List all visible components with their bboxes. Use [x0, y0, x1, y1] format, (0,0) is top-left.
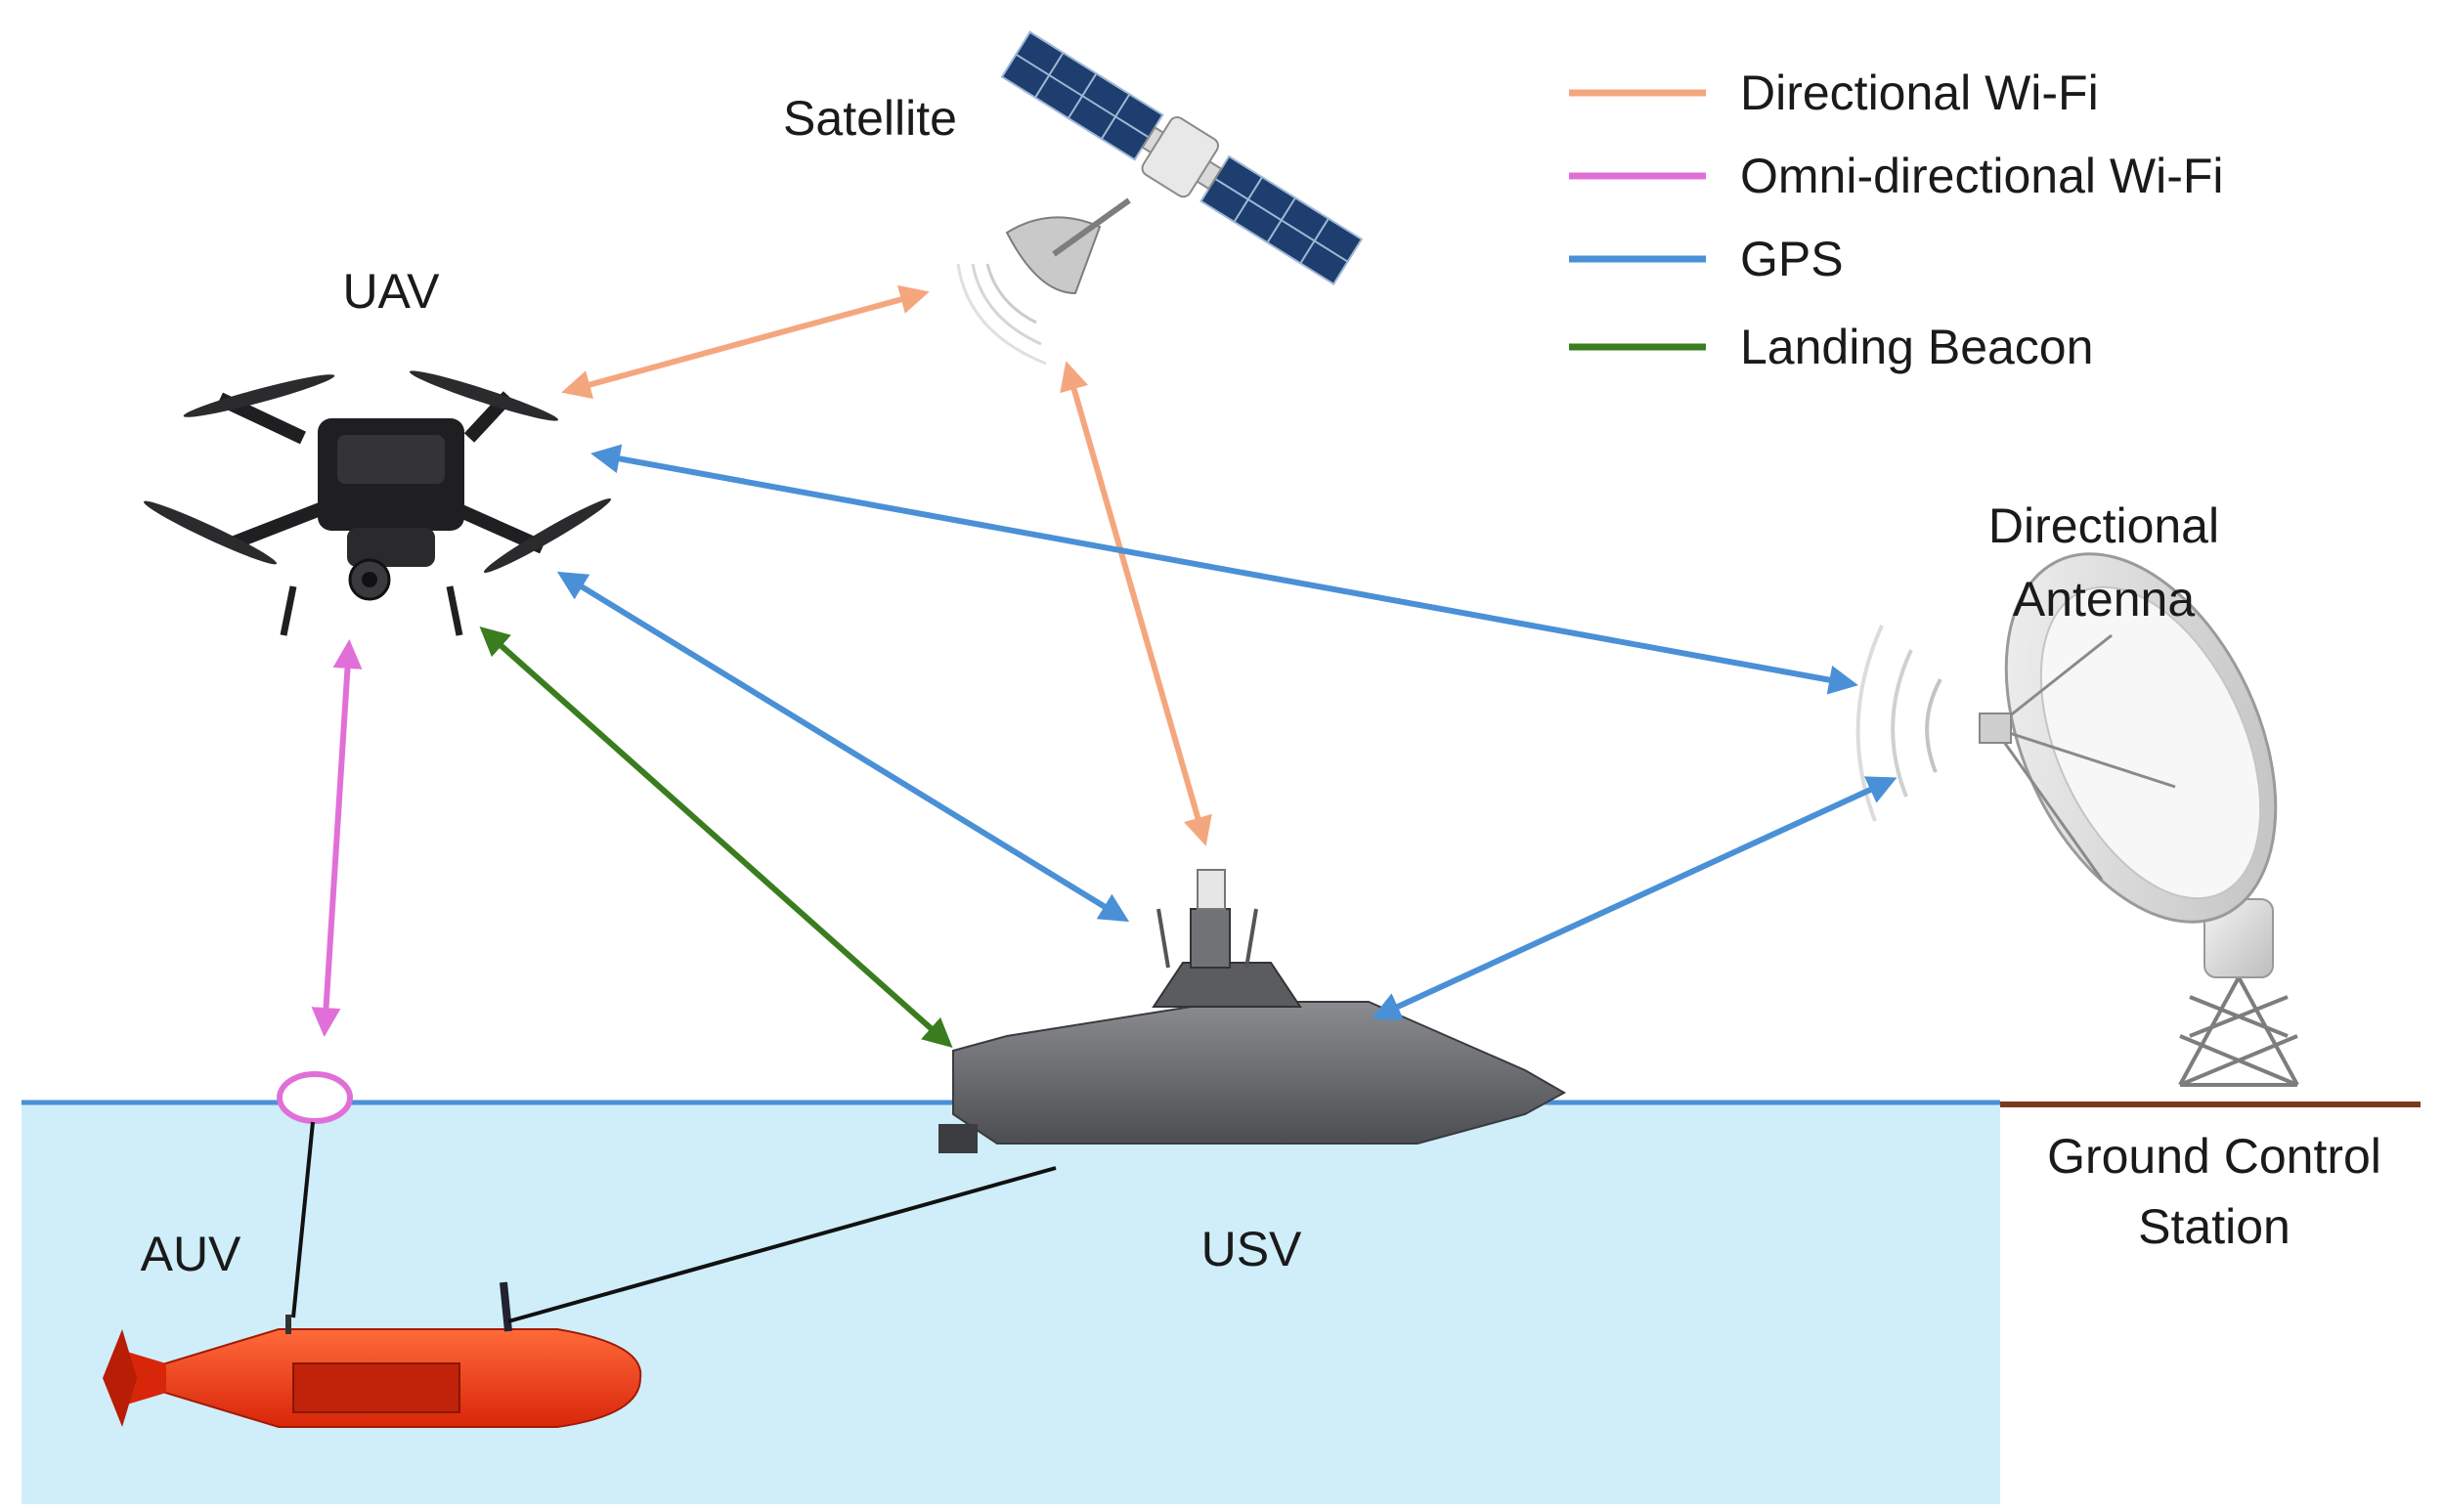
legend-label: Omni-directional Wi-Fi	[1740, 149, 2224, 203]
legend-label: GPS	[1740, 232, 1844, 286]
gcs-label-line2: Station	[2138, 1199, 2290, 1254]
link-usv-antenna	[1371, 776, 1898, 1020]
gcs-label-line1: Ground Control	[2047, 1129, 2381, 1184]
antenna-label-line2: Antenna	[2013, 572, 2195, 626]
uav-icon	[143, 370, 612, 636]
link-uav-antenna	[590, 444, 1858, 695]
satellite-label: Satellite	[783, 91, 957, 146]
water-region	[22, 1102, 2000, 1504]
usv-icon	[938, 869, 1567, 1153]
auv-usv-tether	[507, 1166, 1057, 1323]
satellite-icon	[956, 30, 1364, 366]
legend-label: Directional Wi-Fi	[1740, 65, 2099, 120]
link-satellite-usv	[1060, 361, 1212, 846]
antenna-label-line1: Directional	[1988, 498, 2219, 553]
usv-label: USV	[1201, 1222, 1302, 1276]
uav-label: UAV	[342, 264, 440, 319]
auv-icon	[103, 1281, 642, 1428]
link-uav-usv-gps	[556, 571, 1130, 923]
link-uav-usv-beacon	[479, 626, 953, 1048]
link-uav-buoy	[311, 639, 363, 1037]
antenna-dish-icon	[1855, 552, 2299, 1087]
auv-label: AUV	[141, 1227, 241, 1281]
link-uav-satellite	[561, 284, 930, 400]
buoy-icon	[277, 1071, 353, 1124]
auv-buoy-tether	[291, 1121, 315, 1318]
legend-label: Landing Beacon	[1740, 320, 2093, 374]
